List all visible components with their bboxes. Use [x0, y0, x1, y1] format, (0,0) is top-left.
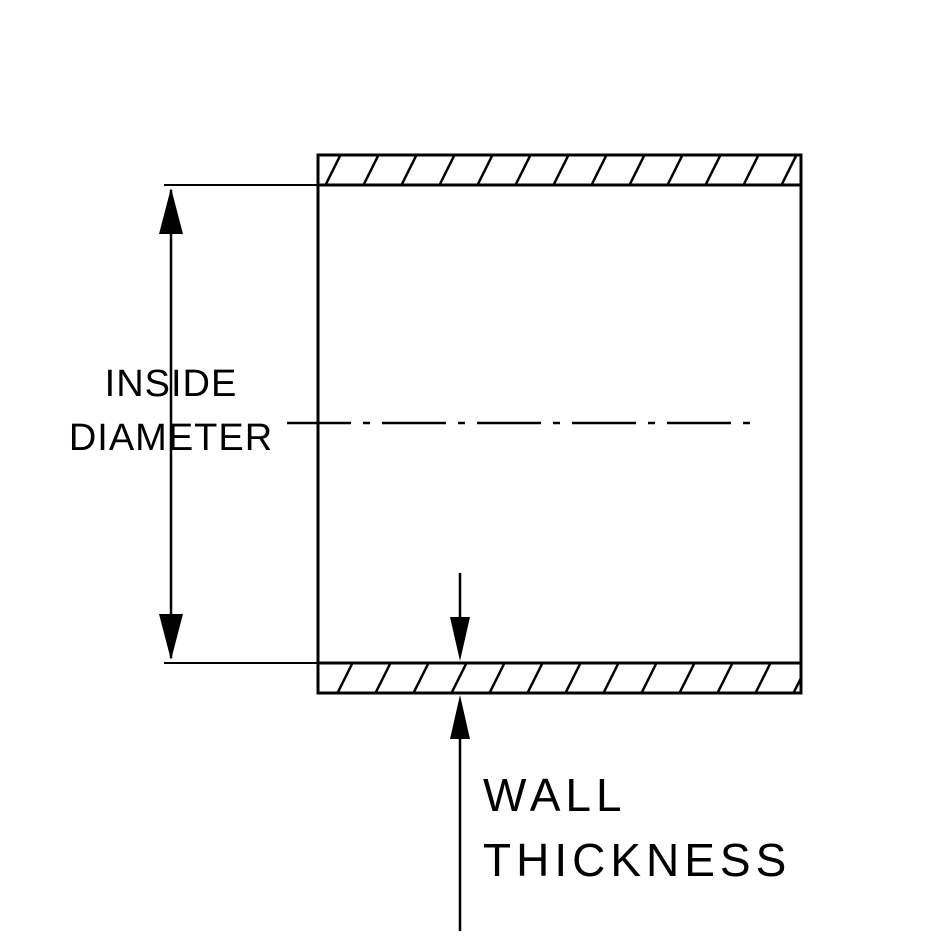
wall-thickness-label-line2: THICKNESS [483, 834, 791, 886]
top-wall-hatch [318, 155, 801, 185]
bottom-wall-hatch [318, 663, 801, 693]
inside-diameter-label-line1: INSIDE [105, 363, 238, 405]
wall-thickness-up-arrowhead-icon [450, 695, 470, 739]
up-arrowhead-icon [159, 188, 183, 234]
down-arrowhead-icon [159, 614, 183, 660]
wall-thickness-label-line1: WALL [483, 769, 627, 821]
diagram-lines [159, 153, 803, 931]
wall-thickness-down-arrowhead-icon [450, 617, 470, 661]
inside-diameter-label-line2: DIAMETER [69, 417, 273, 459]
